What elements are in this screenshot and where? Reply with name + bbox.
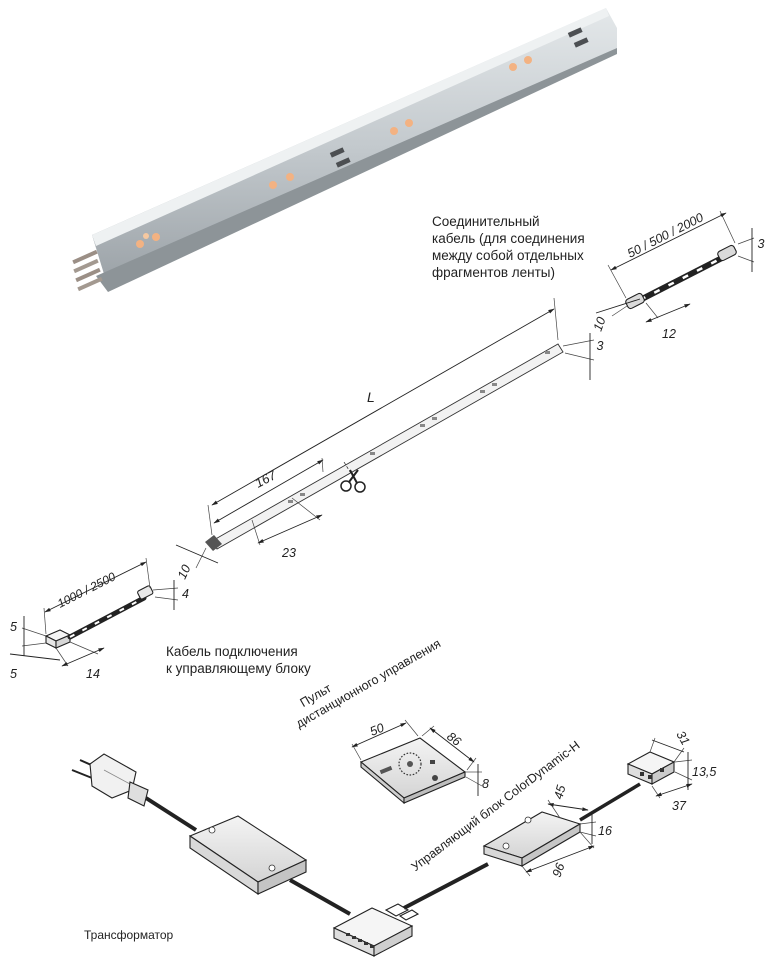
resistors xyxy=(329,27,589,168)
connector-width-dim: 10 xyxy=(591,315,609,333)
distributor-box xyxy=(332,903,420,957)
strip-segment-dim: 167 xyxy=(252,467,279,491)
remote-control: 50 86 8 xyxy=(351,719,489,805)
transformer xyxy=(188,815,351,916)
feed-plug-height-dim: 4 xyxy=(182,587,189,601)
feed-box-length-dim: 14 xyxy=(86,667,100,681)
remote-width-dim: 50 xyxy=(368,721,386,739)
connector-height-dim: 3 xyxy=(758,237,765,251)
remote-length-dim: 86 xyxy=(444,729,464,749)
strip-length-dim: L xyxy=(367,389,375,405)
led-strip-drawing: L 167 3 10 23 xyxy=(175,297,604,582)
connector-cable-caption-line: Соединительный xyxy=(432,214,540,229)
strip-height-dim: 3 xyxy=(597,339,604,353)
splitter-depth-dim: 31 xyxy=(673,729,692,748)
feed-cable-caption: Кабель подключения к управляющему блоку xyxy=(166,643,311,677)
connector-cable: 50 / 500 / 2000 3 10 12 xyxy=(591,210,765,341)
transformer-caption: Трансформатор xyxy=(84,928,174,942)
power-plug xyxy=(71,753,198,832)
controller-box: 45 16 96 xyxy=(403,782,641,910)
feed-box-height-dim: 5 xyxy=(10,620,17,634)
feed-cable-caption-line: к управляющему блоку xyxy=(166,661,311,676)
controller-depth-dim: 45 xyxy=(551,784,568,801)
feed-length-dim: 1000 / 2500 xyxy=(55,569,118,610)
controller-height-dim: 16 xyxy=(598,824,612,838)
controller-length-dim: 96 xyxy=(550,861,568,879)
connector-pins xyxy=(72,249,103,292)
connector-cable-caption: Соединительный кабель (для соединения ме… xyxy=(432,213,585,281)
remote-height-dim: 8 xyxy=(482,777,489,791)
splitter-box: 31 13,5 37 xyxy=(626,729,716,813)
strip-width-dim: 10 xyxy=(175,563,194,582)
splitter-length-dim: 37 xyxy=(672,799,687,813)
led-chips xyxy=(136,56,532,248)
feed-cable-caption-line: Кабель подключения xyxy=(166,644,298,659)
feed-box-width-dim: 5 xyxy=(10,667,17,681)
feed-cable: 1000 / 2500 4 5 5 14 xyxy=(9,557,189,681)
led-strip-photo xyxy=(72,8,617,292)
connector-cable-caption-line: фрагментов ленты) xyxy=(432,265,555,280)
connector-cable-caption-line: кабель (для соединения xyxy=(432,231,585,246)
connector-cable-caption-line: между собой отдельных xyxy=(432,248,584,263)
splitter-height-dim: 13,5 xyxy=(692,765,716,779)
strip-led-pitch-dim: 23 xyxy=(281,546,296,560)
connector-length-dim: 50 / 500 / 2000 xyxy=(625,210,706,260)
connector-plug-dim: 12 xyxy=(662,327,676,341)
